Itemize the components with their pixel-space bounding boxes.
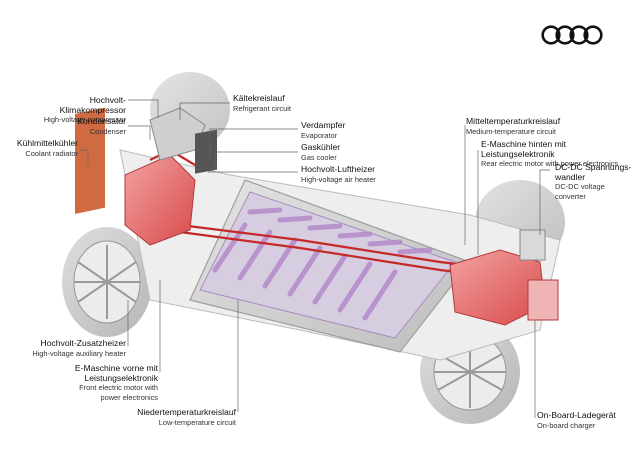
label-en: Low-temperature circuit xyxy=(158,417,236,427)
label-de: Gaskühler xyxy=(301,142,341,152)
label-emaschine-hinten: E-Maschine hinten mit Leistungselektroni… xyxy=(481,139,636,169)
label-en: DC-DC voltage xyxy=(555,182,605,191)
label-de: Hochvolt-Klimakompressor xyxy=(59,95,126,115)
label-zusatzheizer: Hochvolt-Zusatzheizer High-voltage auxil… xyxy=(22,338,127,358)
label-en: High-voltage compressor xyxy=(43,115,126,124)
label-en: Rear electric motor with power electroni… xyxy=(481,159,619,168)
label-de: Niedertemperaturkreislauf xyxy=(137,407,236,417)
label-en: Refrigerant circuit xyxy=(233,103,291,113)
label-de: wandler xyxy=(555,171,586,182)
label-de: Leistungselektronik xyxy=(84,372,158,383)
four-rings-logo xyxy=(541,25,603,45)
label-en: Condenser xyxy=(89,126,126,136)
label-en: On-board charger xyxy=(537,420,596,430)
label-emaschine-vorne: E-Maschine vorne mit Leistungselektronik… xyxy=(58,363,158,402)
label-luftheizer: Hochvolt-Luftheizer High-voltage air hea… xyxy=(301,164,421,184)
label-de: E-Maschine hinten mit Leistungselektroni… xyxy=(481,139,567,159)
label-en: Coolant radiator xyxy=(25,148,78,158)
rear-drive-unit xyxy=(449,229,559,326)
label-gaskuehler: Gaskühler Gas cooler xyxy=(301,142,401,162)
label-ladegeraet: On-Board-Ladegerät On-board charger xyxy=(537,410,637,430)
label-en: converter xyxy=(555,191,586,201)
label-de: On-Board-Ladegerät xyxy=(537,410,616,420)
battery-pack xyxy=(189,179,471,353)
label-niedertemperatur: Niedertemperaturkreislauf Low-temperatur… xyxy=(120,407,236,427)
label-de: Mitteltemperaturkreislauf xyxy=(466,116,561,126)
label-de: Hochvolt-Zusatzheizer xyxy=(40,338,127,348)
label-kaeltekreislauf: Kältekreislauf Refrigerant circuit xyxy=(233,93,353,113)
label-de: E-Maschine vorne mit xyxy=(74,363,158,373)
label-de: Kondensator xyxy=(77,116,126,126)
front-left-wheel xyxy=(62,227,152,337)
label-en: High-voltage air heater xyxy=(301,174,376,184)
label-en: Evaporator xyxy=(301,130,338,140)
label-en: Gas cooler xyxy=(301,152,337,162)
label-en: Front electric motor with xyxy=(79,383,158,392)
label-de: Hochvolt-Luftheizer xyxy=(301,164,376,174)
leader-lines xyxy=(80,99,550,418)
label-de: Kühlmittelkühler xyxy=(16,138,78,148)
label-de: Kältekreislauf xyxy=(233,93,285,103)
label-dcdc: DC-DC Spannungs- wandler DC-DC voltage c… xyxy=(555,162,637,201)
label-kuehlmittelkuehler: Kühlmittelkühler Coolant radiator xyxy=(10,138,78,158)
label-mitteltemperatur: Mitteltemperaturkreislauf Medium-tempera… xyxy=(466,116,606,136)
label-de: Verdampfer xyxy=(301,120,346,130)
front-drive-unit xyxy=(75,107,217,246)
label-klimakompressor: Hochvolt-Klimakompressor High-voltage co… xyxy=(24,95,126,125)
label-en: High-voltage auxiliary heater xyxy=(32,348,126,358)
label-kondensator: Kondensator Condenser xyxy=(24,116,126,136)
label-de: DC-DC Spannungs- xyxy=(555,162,632,172)
label-en: power electronics xyxy=(100,392,158,402)
label-en: Medium-temperature circuit xyxy=(466,126,556,136)
label-verdampfer: Verdampfer Evaporator xyxy=(301,120,401,140)
